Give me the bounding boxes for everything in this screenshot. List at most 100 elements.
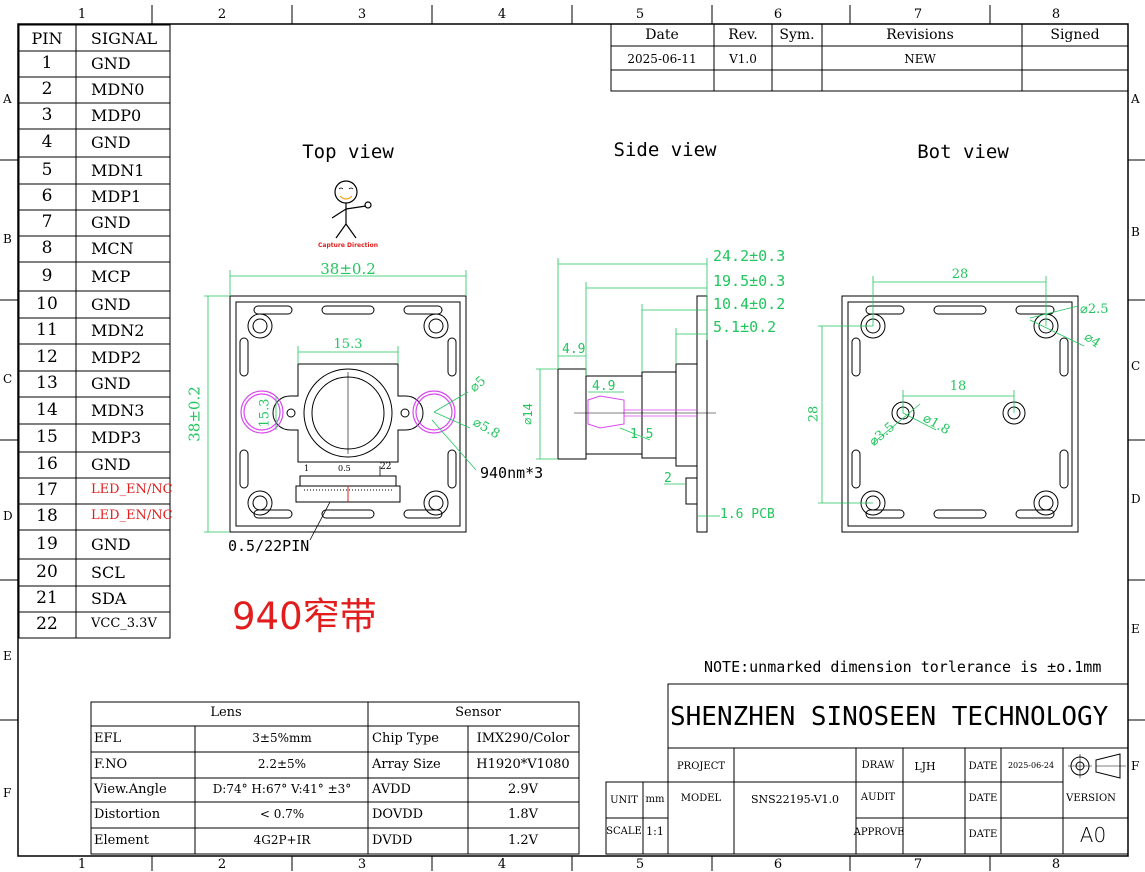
pin-signal: MDN0 bbox=[91, 80, 145, 99]
lens-spec-label: EFL bbox=[94, 731, 122, 746]
row-label-d: D bbox=[3, 509, 13, 523]
side-lens-length: 4.9 bbox=[562, 342, 586, 357]
lens-spec-label: Element bbox=[94, 833, 149, 848]
company-name: SHENZHEN SINOSEEN TECHNOLOGY bbox=[670, 702, 1109, 732]
rev-header-signed: Signed bbox=[1050, 27, 1100, 43]
pin-number: 17 bbox=[36, 480, 58, 500]
tolerance-note: NOTE:unmarked dimension torlerance is ±o… bbox=[704, 658, 1102, 676]
side-view-title: Side view bbox=[613, 139, 717, 161]
signal-header: SIGNAL bbox=[90, 29, 158, 48]
sensor-header: Sensor bbox=[455, 705, 501, 720]
bottom-view-dimensions bbox=[818, 276, 1085, 504]
pin-number: 15 bbox=[36, 427, 58, 447]
pin-signal: VCC_3.3V bbox=[91, 616, 157, 631]
sensor-spec-label: AVDD bbox=[372, 782, 411, 797]
lens-spec-value: D:74° H:67° V:41° ±3° bbox=[212, 782, 352, 796]
side-diameter: ⌀14 bbox=[521, 403, 535, 425]
pin-signal: SDA bbox=[91, 589, 127, 608]
pin-number: 4 bbox=[41, 132, 53, 152]
version-label: VERSION bbox=[1066, 793, 1116, 804]
bot-center-distance: 18 bbox=[949, 379, 967, 394]
sensor-spec-label: Array Size bbox=[372, 757, 441, 772]
pin-signal: SCL bbox=[91, 562, 125, 582]
sensor-spec-label: DOVDD bbox=[372, 807, 424, 822]
model-value: SNS22195-V1.0 bbox=[750, 793, 840, 806]
top-view-dimensions bbox=[204, 270, 477, 541]
top-view-module bbox=[229, 295, 467, 533]
lens-spec-value: 3±5%mm bbox=[252, 731, 312, 745]
col-label-7: 7 bbox=[913, 7, 923, 22]
pin-signal: MDN2 bbox=[91, 321, 145, 340]
conn-pin1-label: 1 bbox=[304, 464, 310, 473]
pin-signal: MDN1 bbox=[91, 160, 145, 180]
led-note: 940nm*3 bbox=[480, 464, 544, 482]
sensor-spec-value: 2.9V bbox=[507, 782, 539, 797]
side-dim-10: 10.4±0.2 bbox=[713, 295, 786, 313]
pin-signal: GND bbox=[91, 54, 131, 73]
pin-signal: LED_EN/NC bbox=[91, 482, 173, 497]
pin-number: 10 bbox=[36, 293, 58, 314]
pin-signal: GND bbox=[91, 534, 131, 554]
side-conn-height: 2 bbox=[664, 471, 672, 486]
pin-header: PIN bbox=[31, 29, 63, 48]
revision-table-grid bbox=[610, 23, 1129, 92]
project-label: PROJECT bbox=[676, 761, 726, 772]
unit-label: UNIT bbox=[610, 795, 638, 806]
capture-direction-figure bbox=[331, 180, 372, 239]
pin-signal: MDP2 bbox=[91, 347, 142, 367]
col-label-2: 2 bbox=[217, 7, 227, 22]
pin-number: 1 bbox=[41, 53, 53, 73]
row-label-a-right: A bbox=[1131, 92, 1140, 106]
pin-signal: MCN bbox=[91, 239, 134, 258]
approve-date-label: DATE bbox=[968, 829, 998, 840]
row-label-d-right: D bbox=[1131, 492, 1141, 506]
scale-value: 1:1 bbox=[646, 825, 664, 838]
col-label-1: 1 bbox=[77, 7, 87, 22]
side-view-dimensions bbox=[536, 258, 720, 517]
lens-width-dim: 15.3 bbox=[333, 337, 363, 352]
sensor-spec-value: H1920*V1080 bbox=[476, 757, 570, 772]
sheet-border bbox=[0, 5, 1145, 871]
bot-hole-outer: ⌀2.5 bbox=[1080, 302, 1109, 317]
bot-hole-span: 28 bbox=[951, 267, 969, 282]
side-pcb-thickness: 1.6 PCB bbox=[720, 507, 775, 522]
pin-number: 3 bbox=[41, 105, 53, 125]
pin-signal: GND bbox=[91, 213, 131, 232]
pin-signal: GND bbox=[91, 374, 131, 393]
lens-height-dim: 15.3 bbox=[257, 398, 273, 428]
col-label-8-bottom: 8 bbox=[1051, 857, 1061, 872]
side-dim-19: 19.5±0.3 bbox=[713, 272, 786, 290]
pin-number: 6 bbox=[41, 186, 53, 206]
rev-header-date: Date bbox=[645, 27, 679, 43]
conn-pin22-label: 22 bbox=[380, 462, 392, 472]
draw-value: LJH bbox=[914, 760, 936, 773]
unit-value: mm bbox=[645, 794, 665, 805]
col-label-6: 6 bbox=[773, 7, 783, 22]
side-dim-24: 24.2±0.3 bbox=[713, 247, 786, 265]
pin-number: 7 bbox=[41, 212, 53, 232]
col-label-4: 4 bbox=[497, 7, 507, 22]
col-label-3-bottom: 3 bbox=[357, 857, 367, 872]
bot-view-title: Bot view bbox=[917, 141, 1009, 163]
pin-number: 19 bbox=[36, 533, 58, 554]
lens-spec-label: Distortion bbox=[94, 807, 161, 822]
lens-spec-value: 4G2P+IR bbox=[253, 833, 311, 847]
lens-spec-value: 2.2±5% bbox=[257, 757, 307, 771]
col-label-5-bottom: 5 bbox=[635, 857, 645, 872]
lens-spec-label: F.NO bbox=[94, 757, 128, 772]
pin-number: 2 bbox=[41, 79, 53, 99]
conn-pitch-label: 0.5 bbox=[338, 464, 351, 473]
pin-signal: GND bbox=[91, 455, 131, 474]
draw-date-label: DATE bbox=[968, 761, 998, 772]
side-view-module bbox=[557, 295, 716, 533]
col-label-6-bottom: 6 bbox=[773, 857, 783, 872]
pin-number: 8 bbox=[41, 238, 53, 258]
pin-number: 11 bbox=[36, 320, 58, 340]
sensor-spec-label: Chip Type bbox=[372, 731, 439, 746]
col-label-8: 8 bbox=[1051, 7, 1061, 22]
rev-header-revisions: Revisions bbox=[886, 27, 954, 43]
pin-number: 14 bbox=[36, 399, 58, 420]
model-label: MODEL bbox=[680, 793, 722, 804]
